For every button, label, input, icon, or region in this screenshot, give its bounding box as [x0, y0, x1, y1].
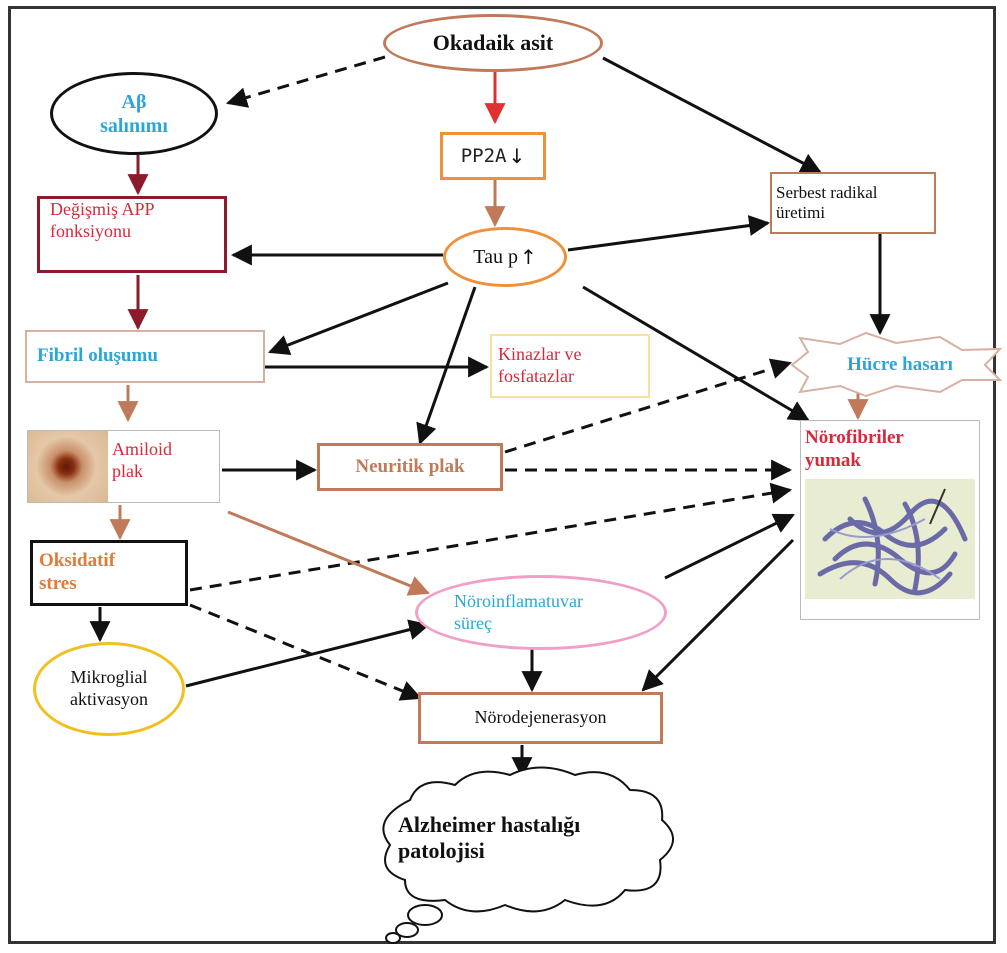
oksidatif-label-2: stres — [39, 573, 77, 594]
node-okadaik-asit: Okadaik asit — [383, 14, 603, 72]
app-label-2: fonksiyonu — [50, 220, 131, 241]
mikro-label-2: aktivasyon — [70, 689, 148, 709]
norofib-label-1: Nörofibriler — [805, 427, 904, 448]
serbest-label-1: Serbest radikal — [776, 182, 878, 202]
mikro-label-1: Mikroglial — [70, 667, 148, 688]
tau-label: Tau p — [473, 246, 518, 268]
arrow-up-icon: ↑ — [519, 245, 537, 269]
node-kinazlar: Kinazlar ve fosfatazlar — [490, 334, 650, 398]
edge-amiloid-noroinf — [227, 510, 430, 596]
hucre-shape — [790, 331, 1003, 398]
edge-noroinf-norofib — [664, 513, 795, 580]
serbest-label-2: üretimi — [776, 203, 826, 222]
edge-tau-fibril — [268, 281, 449, 355]
edge-okadaik-serbest — [602, 56, 822, 174]
pp2a-label: PP2A — [460, 145, 507, 167]
node-serbest-radikal: Serbest radikal üretimi — [770, 172, 936, 234]
edge-oksidatif-norodej — [189, 603, 422, 701]
edge-tau-norofib — [582, 285, 810, 422]
node-mikroglial: Mikroglial aktivasyon — [33, 642, 185, 736]
okadaik-label: Okadaik asit — [432, 29, 554, 55]
ab-label-2: salınımı — [100, 114, 168, 137]
edge-tau-serbest — [567, 215, 771, 252]
oksidatif-label-1: Oksidatif — [39, 550, 116, 572]
node-tau-p: Tau p ↑ — [443, 227, 567, 287]
node-oksidatif-stres: Oksidatif stres — [30, 540, 188, 606]
norofib-label-2: yumak — [805, 449, 861, 471]
app-label-1: Değişmiş APP — [50, 199, 155, 219]
edge-tau-neuritik — [416, 286, 477, 445]
amiloid-label-1: Amiloid — [112, 439, 173, 459]
norodej-label: Nörodejenerasyon — [474, 707, 607, 728]
fibril-label: Fibril oluşumu — [37, 345, 158, 367]
edge-norofib-norodej — [641, 538, 795, 692]
node-hucre-hasari: Hücre hasarı — [800, 350, 1000, 380]
edge-mikro-noroinf — [185, 619, 431, 688]
node-norodejenerasyon: Nörodejenerasyon — [418, 692, 663, 744]
thought-cloud-shape — [382, 766, 674, 944]
diagram-frame — [8, 6, 996, 944]
amiloid-label-2: plak — [112, 460, 143, 481]
noroinf-label-1: Nöroinflamatuvar — [454, 590, 583, 611]
edge-neuritik-hucre — [504, 358, 793, 454]
node-ab-salinimi: Aβ salınımı — [50, 72, 218, 155]
node-noroinflamatuvar: Nöroinflamatuvar süreç — [415, 575, 667, 650]
edge-oksidatif-norofib — [189, 482, 793, 592]
alz-label-2: patolojisi — [398, 838, 485, 864]
node-pp2a: PP2A ↓ — [440, 132, 546, 180]
node-norofibriler-yumak: Nörofibriler yumak — [800, 420, 980, 620]
neuritik-label: Neuritik plak — [355, 455, 465, 477]
edge-okadaik-ab — [225, 55, 386, 108]
hucre-label: Hücre hasarı — [847, 353, 953, 375]
noroinf-label-2: süreç — [454, 612, 492, 633]
node-amiloid-plak: Amiloid plak — [27, 430, 220, 503]
node-alzheimer: Alzheimer hastalığı patolojisi — [398, 812, 668, 882]
node-app-fonksiyonu: Değişmiş APP fonksiyonu — [37, 196, 227, 273]
arrow-down-icon: ↓ — [508, 144, 526, 168]
kinaz-label-2: fosfatazlar — [498, 366, 574, 386]
tangle-image — [805, 478, 975, 599]
node-neuritik-plak: Neuritik plak — [317, 443, 503, 491]
alz-label-1: Alzheimer hastalığı — [398, 812, 581, 837]
kinaz-label-1: Kinazlar ve — [498, 344, 582, 365]
amiloid-text: Amiloid plak — [112, 439, 172, 482]
amyloid-plaque-image — [28, 431, 108, 502]
node-fibril-olusumu: Fibril oluşumu — [25, 330, 265, 383]
ab-label-1: Aβ — [121, 90, 147, 113]
